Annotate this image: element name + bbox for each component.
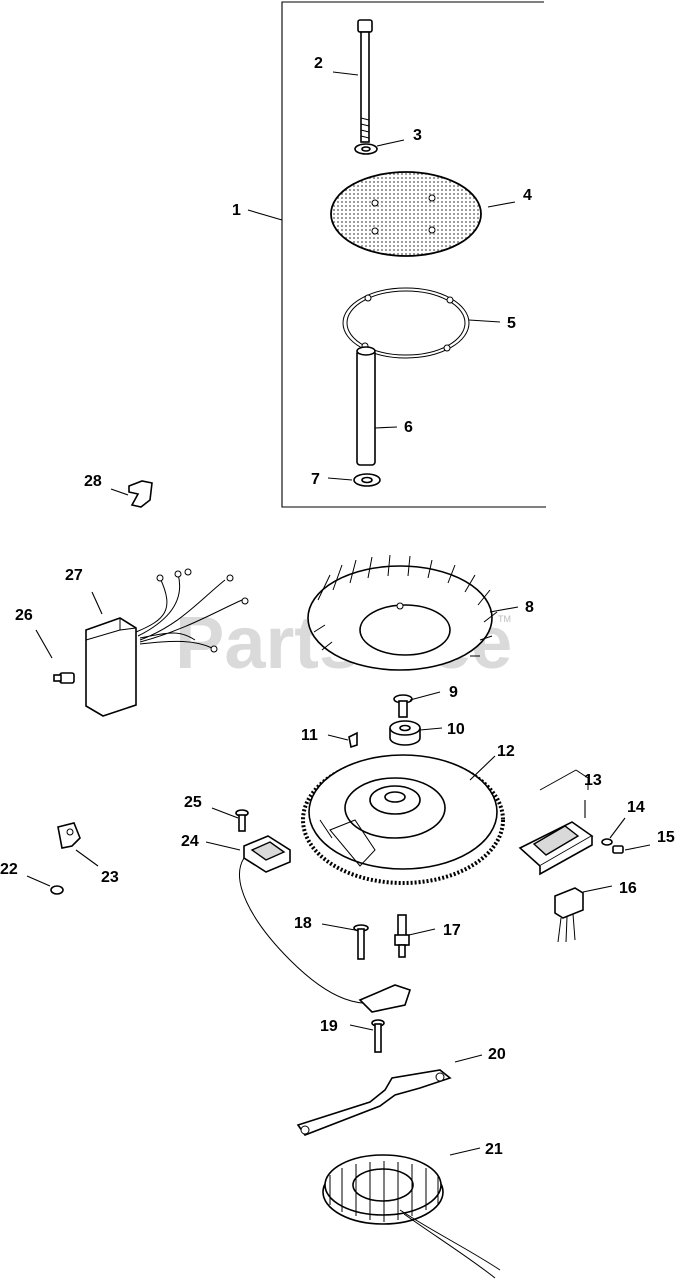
part-8-fan[interactable] <box>307 554 498 671</box>
callout-28: 28 <box>84 473 102 490</box>
callout-14: 14 <box>627 799 645 816</box>
callout-20: 20 <box>488 1046 506 1063</box>
kit-bracket <box>281 1 546 508</box>
part-10-spacer[interactable] <box>389 720 421 746</box>
callout-labels: 1 2 3 4 5 6 7 8 9 10 11 12 13 14 15 16 1… <box>0 55 675 1158</box>
callout-16: 16 <box>619 880 637 897</box>
callout-11: 11 <box>301 727 318 744</box>
callout-13: 13 <box>584 772 602 789</box>
callout-12: 12 <box>497 743 515 760</box>
callout-15: 15 <box>657 829 675 846</box>
part-16-connector[interactable] <box>554 887 584 943</box>
part-5-gasket[interactable] <box>342 287 470 359</box>
part-2-bolt[interactable] <box>357 19 373 143</box>
callout-5: 5 <box>507 315 516 332</box>
callout-22: 22 <box>0 861 18 878</box>
part-13-rectifier[interactable] <box>518 769 594 876</box>
part-15-screw[interactable] <box>612 845 624 854</box>
callout-23: 23 <box>101 869 119 886</box>
callout-8: 8 <box>525 599 534 616</box>
part-19-bolt[interactable] <box>371 1019 385 1053</box>
callout-3: 3 <box>413 127 422 144</box>
callout-25: 25 <box>184 794 202 811</box>
part-14-nut[interactable] <box>601 838 613 846</box>
part-26-screw[interactable] <box>53 672 75 684</box>
leader-lines <box>26 71 651 1156</box>
callout-6: 6 <box>404 419 413 436</box>
callout-26: 26 <box>15 607 33 624</box>
part-17-spark-plug[interactable] <box>394 914 410 958</box>
part-6-tube[interactable] <box>356 346 376 466</box>
callout-21: 21 <box>485 1141 503 1158</box>
part-23-clamp[interactable] <box>57 822 81 849</box>
callout-27: 27 <box>65 567 83 584</box>
part-21-stator[interactable] <box>322 1154 501 1279</box>
part-4-screen[interactable] <box>330 171 482 257</box>
callout-24: 24 <box>181 833 199 850</box>
part-25-screw[interactable] <box>235 809 249 832</box>
part-3-washer[interactable] <box>354 143 378 155</box>
part-18-bolt[interactable] <box>353 924 369 960</box>
watermark-tm: TM <box>498 614 511 624</box>
part-22-washer[interactable] <box>50 885 64 895</box>
callout-2: 2 <box>314 55 323 72</box>
part-20-bracket[interactable] <box>296 1069 452 1136</box>
callout-4: 4 <box>523 187 532 204</box>
part-7-washer[interactable] <box>353 473 381 487</box>
callout-17: 17 <box>443 922 461 939</box>
callout-7: 7 <box>311 471 320 488</box>
callout-18: 18 <box>294 915 312 932</box>
part-28-clip[interactable] <box>128 480 153 508</box>
part-27-module[interactable] <box>85 568 249 717</box>
part-11-key[interactable] <box>348 731 358 749</box>
part-9-screw[interactable] <box>393 694 413 718</box>
callout-10: 10 <box>447 721 465 738</box>
callout-1: 1 <box>232 202 241 219</box>
part-12-flywheel[interactable] <box>301 754 505 885</box>
callout-19: 19 <box>320 1018 338 1035</box>
callout-9: 9 <box>449 684 458 701</box>
part-24-ignition-coil[interactable] <box>239 835 412 1013</box>
